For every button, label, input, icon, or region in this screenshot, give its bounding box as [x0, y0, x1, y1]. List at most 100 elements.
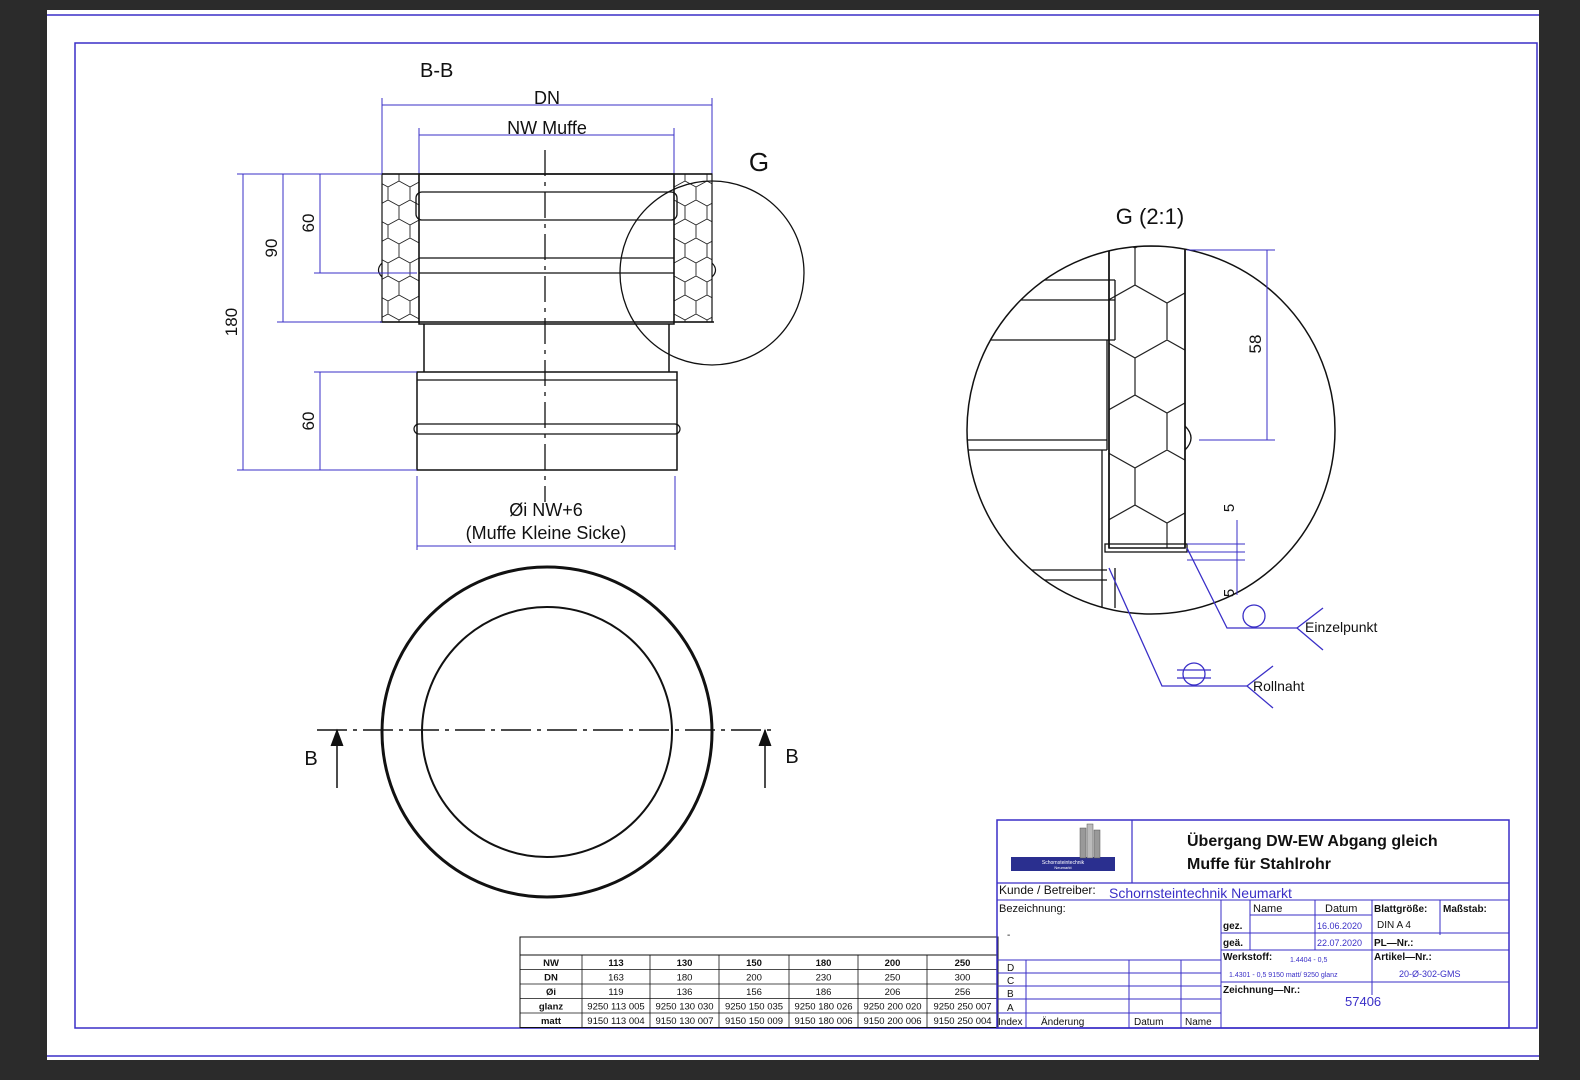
table-cell: 9250 113 005 — [587, 1002, 644, 1013]
name-header: Name — [1253, 903, 1282, 915]
table-cell: 186 — [816, 987, 832, 998]
weld-seam-label: Rollnaht — [1253, 678, 1304, 694]
weld-seam-symbol — [1182, 662, 1206, 686]
rev-name-header: Name — [1185, 1017, 1212, 1028]
section-arrow-right: B — [785, 746, 798, 768]
detail-circle — [966, 245, 1336, 615]
table-cell: 9150 200 006 — [863, 1016, 921, 1027]
table-cell: 206 — [885, 987, 901, 998]
dim-60-top: 60 — [299, 214, 318, 233]
zeichnung-value: 57406 — [1345, 994, 1381, 1009]
dim-dn-label: DN — [534, 88, 560, 108]
dim-oi-line1: Øi NW+6 — [509, 500, 583, 520]
table-cell: 9150 250 004 — [933, 1016, 991, 1027]
weld-single-label: Einzelpunkt — [1305, 619, 1377, 635]
logo-text-2: Neumarkt — [1054, 865, 1072, 870]
table-cell: Øi — [546, 987, 556, 998]
inner-ring — [421, 606, 673, 858]
table-header-cell: 250 — [955, 958, 971, 969]
rev-datum-header: Datum — [1134, 1017, 1163, 1028]
rev-c: C — [1007, 976, 1014, 987]
ged-date: 22.07.2020 — [1317, 938, 1362, 948]
werkstoff-label: Werkstoff: — [1223, 952, 1272, 963]
table-cell: 9250 130 030 — [655, 1002, 713, 1013]
werkstoff-value2: 1.4301 - 0,5 9150 matt/ 9250 glanz — [1229, 972, 1338, 979]
table-cell: 9150 150 009 — [725, 1016, 783, 1027]
table-cell: 200 — [746, 973, 762, 984]
table-cell: 9250 250 007 — [933, 1002, 991, 1013]
detail-marker: G — [749, 147, 769, 177]
outer-ring — [380, 565, 714, 899]
table-cell: 156 — [746, 987, 762, 998]
pl-label: PL—Nr.: — [1374, 938, 1413, 949]
rev-a: A — [1007, 1003, 1014, 1014]
table-header-cell: 113 — [608, 958, 623, 969]
table-header-cell: 150 — [746, 958, 762, 969]
logo-text-1: Schornsteintechnik — [1042, 860, 1085, 866]
gez-label: gez. — [1223, 921, 1243, 932]
bezeichnung-value: - — [1007, 930, 1010, 941]
ged-label: geä. — [1223, 938, 1243, 949]
table-cell: 9250 150 035 — [725, 1002, 783, 1013]
table-header-cell: 180 — [816, 958, 832, 969]
table-header-cell: 200 — [885, 958, 901, 969]
detail-g-circle — [619, 180, 805, 366]
dim-58: 58 — [1246, 335, 1265, 354]
drawing-title-1: Übergang DW-EW Abgang gleich — [1187, 831, 1438, 850]
table-header-cell: NW — [543, 958, 559, 969]
artikel-label: Artikel—Nr.: — [1374, 952, 1432, 963]
drawing-frame — [74, 42, 1538, 1029]
table-cell: 136 — [677, 987, 693, 998]
plan-view: B B — [304, 565, 799, 899]
dim-180: 180 — [222, 308, 241, 336]
drawing-sheet: B-B DN NW Muffe G — [47, 10, 1539, 1060]
rev-d: D — [1007, 963, 1014, 974]
table-cell: 180 — [677, 973, 693, 984]
section-arrow-left: B — [304, 748, 317, 770]
table-cell: 230 — [816, 973, 832, 984]
technical-drawing: B-B DN NW Muffe G — [47, 14, 1539, 1057]
table-cell: 119 — [608, 987, 623, 998]
rev-index-header: Index — [998, 1017, 1022, 1028]
table-cell: 250 — [885, 973, 901, 984]
table-cell: 9250 180 026 — [794, 1002, 852, 1013]
rev-aenderung-header: Änderung — [1041, 1016, 1084, 1028]
artikel-value: 20-Ø-302-GMS — [1399, 969, 1461, 979]
weld-spot-symbol — [1242, 604, 1266, 628]
gez-date: 16.06.2020 — [1317, 921, 1362, 931]
zeichnung-label: Zeichnung—Nr.: — [1223, 985, 1300, 996]
massstab-label: Maßstab: — [1443, 904, 1487, 915]
rev-b: B — [1007, 989, 1014, 1000]
table-cell: 9250 200 020 — [863, 1002, 921, 1013]
drawing-title-2: Muffe für Stahlrohr — [1187, 856, 1331, 873]
table-cell: 163 — [608, 973, 624, 984]
table-cell: 9150 180 006 — [794, 1016, 852, 1027]
insulation-right — [673, 173, 713, 323]
dim-90: 90 — [262, 239, 281, 258]
blattgroesse-label: Blattgröße: — [1374, 904, 1427, 915]
kunde-label: Kunde / Betreiber: — [999, 883, 1096, 897]
table-cell: 9150 130 007 — [655, 1016, 713, 1027]
table-cell: 9150 113 004 — [587, 1016, 644, 1027]
dim-oi-line2: (Muffe Kleine Sicke) — [466, 523, 627, 543]
kunde-value: Schornsteintechnik Neumarkt — [1109, 885, 1292, 901]
bezeichnung-label: Bezeichnung: — [999, 903, 1066, 915]
section-label: B-B — [420, 60, 453, 82]
section-view: B-B DN NW Muffe G — [222, 60, 805, 550]
dim-nw-muffe-label: NW Muffe — [507, 118, 587, 138]
table-cell: matt — [541, 1016, 562, 1027]
detail-view: G (2:1) 58 — [966, 204, 1377, 709]
table-cell: 300 — [955, 973, 971, 984]
title-block: Schornsteintechnik Neumarkt Übergang DW-… — [996, 819, 1510, 1029]
dim-60-bottom: 60 — [299, 412, 318, 431]
table-cell: glanz — [539, 1002, 564, 1013]
insulation-left — [381, 173, 420, 323]
table-header-cell: 130 — [677, 958, 693, 969]
dim-5-bottom: 5 — [1221, 589, 1238, 597]
werkstoff-value1: 1.4404 - 0,5 — [1290, 957, 1327, 964]
dim-5-top: 5 — [1221, 504, 1238, 512]
table-cell: 256 — [955, 987, 971, 998]
datum-header: Datum — [1325, 903, 1357, 915]
blattgroesse-value: DIN A 4 — [1377, 920, 1411, 931]
